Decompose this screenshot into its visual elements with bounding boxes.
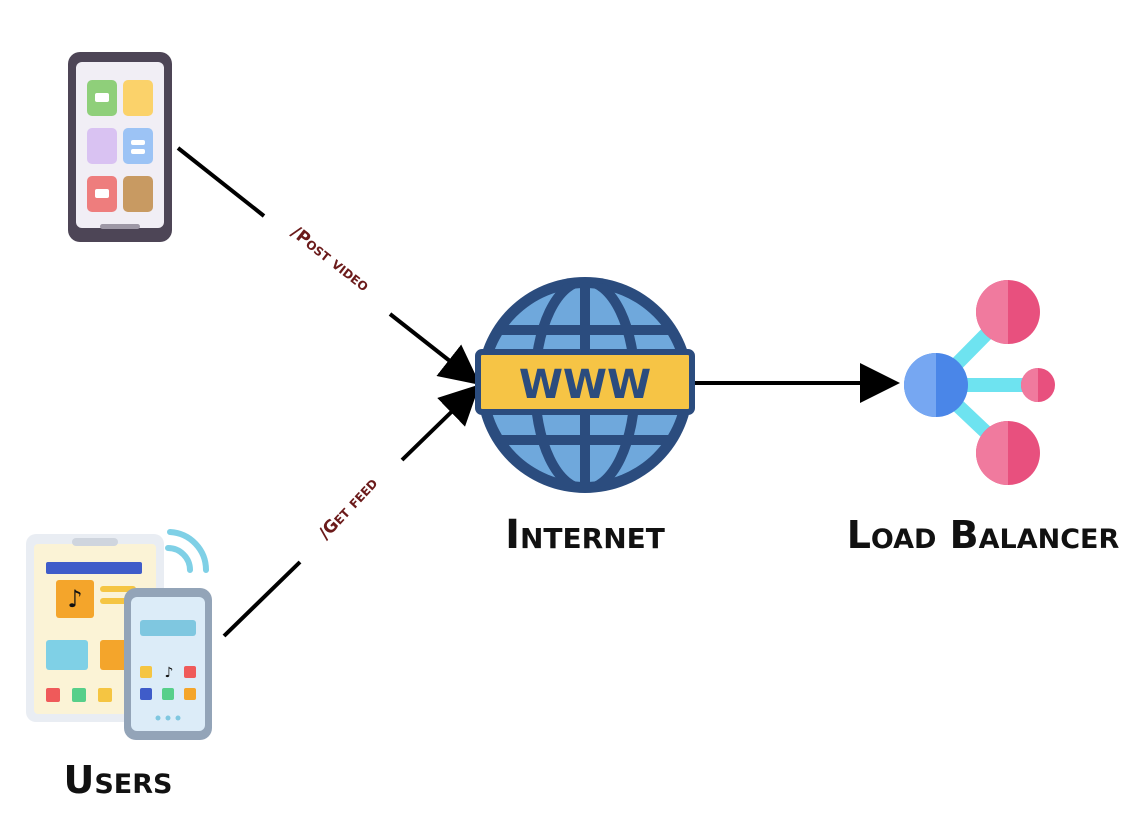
node-label-users: Users (64, 758, 173, 802)
node-label-internet: Internet (505, 512, 665, 558)
smartphone-apps-icon (68, 52, 172, 242)
edge-label-post-video: /Post video (287, 222, 373, 295)
node-label-load-balancer: Load Balancer (847, 513, 1120, 557)
svg-text:♪: ♪ (165, 665, 174, 681)
tiktok-devices-icon: ♪ ♪ (26, 529, 212, 740)
svg-text:♪: ♪ (67, 585, 82, 613)
edge-get-feed-line-b (400, 384, 480, 462)
www-globe-icon: WWW (475, 277, 695, 493)
edge-post-video-line-a (176, 146, 266, 218)
load-balancer-icon (904, 280, 1055, 485)
edge-post-video: /Post video (176, 146, 481, 385)
edge-label-get-feed: /Get feed (315, 474, 382, 544)
edge-post-video-line-b (388, 312, 481, 385)
www-banner-text: WWW (519, 362, 651, 408)
edge-get-feed-line-a (222, 560, 302, 638)
edge-get-feed: /Get feed (222, 384, 480, 638)
